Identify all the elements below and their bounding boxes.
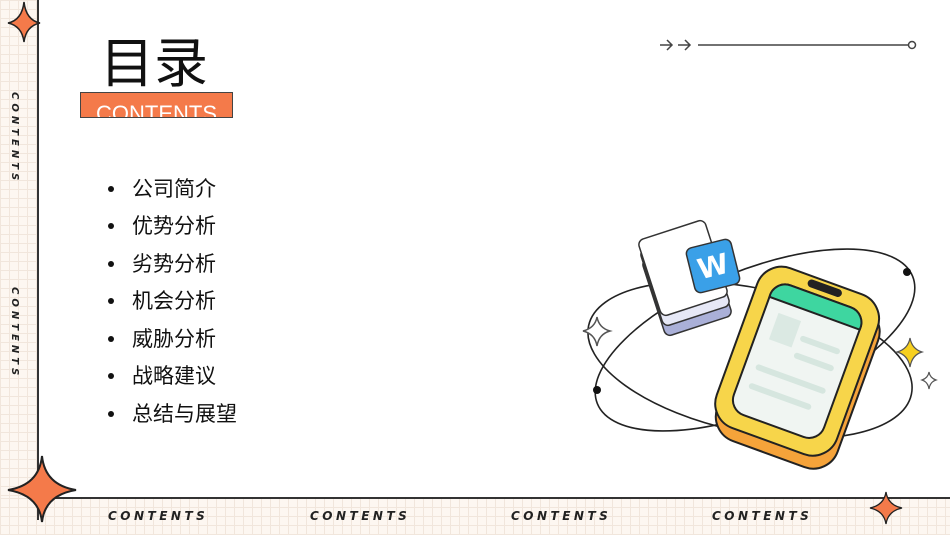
- page-title: 目录: [100, 32, 208, 95]
- sparkle-icon: [7, 1, 41, 43]
- grid-background-left: [0, 0, 38, 535]
- sparkle-icon: [7, 455, 77, 523]
- phone-icon: [714, 265, 881, 470]
- subtitle-text: CONTENTS: [96, 101, 217, 118]
- list-item: 战略建议: [108, 358, 237, 396]
- bottom-border-line: [37, 497, 950, 499]
- sparkle-icon: [894, 337, 925, 368]
- bottom-label: CONTENTS: [712, 509, 813, 523]
- list-item: 威胁分析: [108, 320, 237, 358]
- arrow-line-decoration: [660, 39, 917, 51]
- device-illustration: W: [582, 219, 938, 470]
- list-item: 总结与展望: [108, 395, 237, 433]
- sparkle-icon: [869, 491, 903, 525]
- grid-background-bottom: [0, 498, 950, 535]
- left-border-line: [37, 0, 39, 520]
- bottom-label: CONTENTS: [511, 509, 612, 523]
- list-item: 劣势分析: [108, 245, 237, 283]
- subtitle-tag: CONTENTS: [80, 92, 233, 118]
- list-item: 优势分析: [108, 208, 237, 246]
- document-stack-icon: [638, 219, 741, 337]
- list-item: 公司简介: [108, 170, 237, 208]
- contents-list: 公司简介 优势分析 劣势分析 机会分析 威胁分析 战略建议 总结与展望: [108, 170, 237, 433]
- bottom-label: CONTENTS: [310, 509, 411, 523]
- bottom-label: CONTENTS: [108, 509, 209, 523]
- list-item: 机会分析: [108, 283, 237, 321]
- sparkle-icon: [582, 316, 613, 347]
- sparkle-icon: [920, 371, 938, 390]
